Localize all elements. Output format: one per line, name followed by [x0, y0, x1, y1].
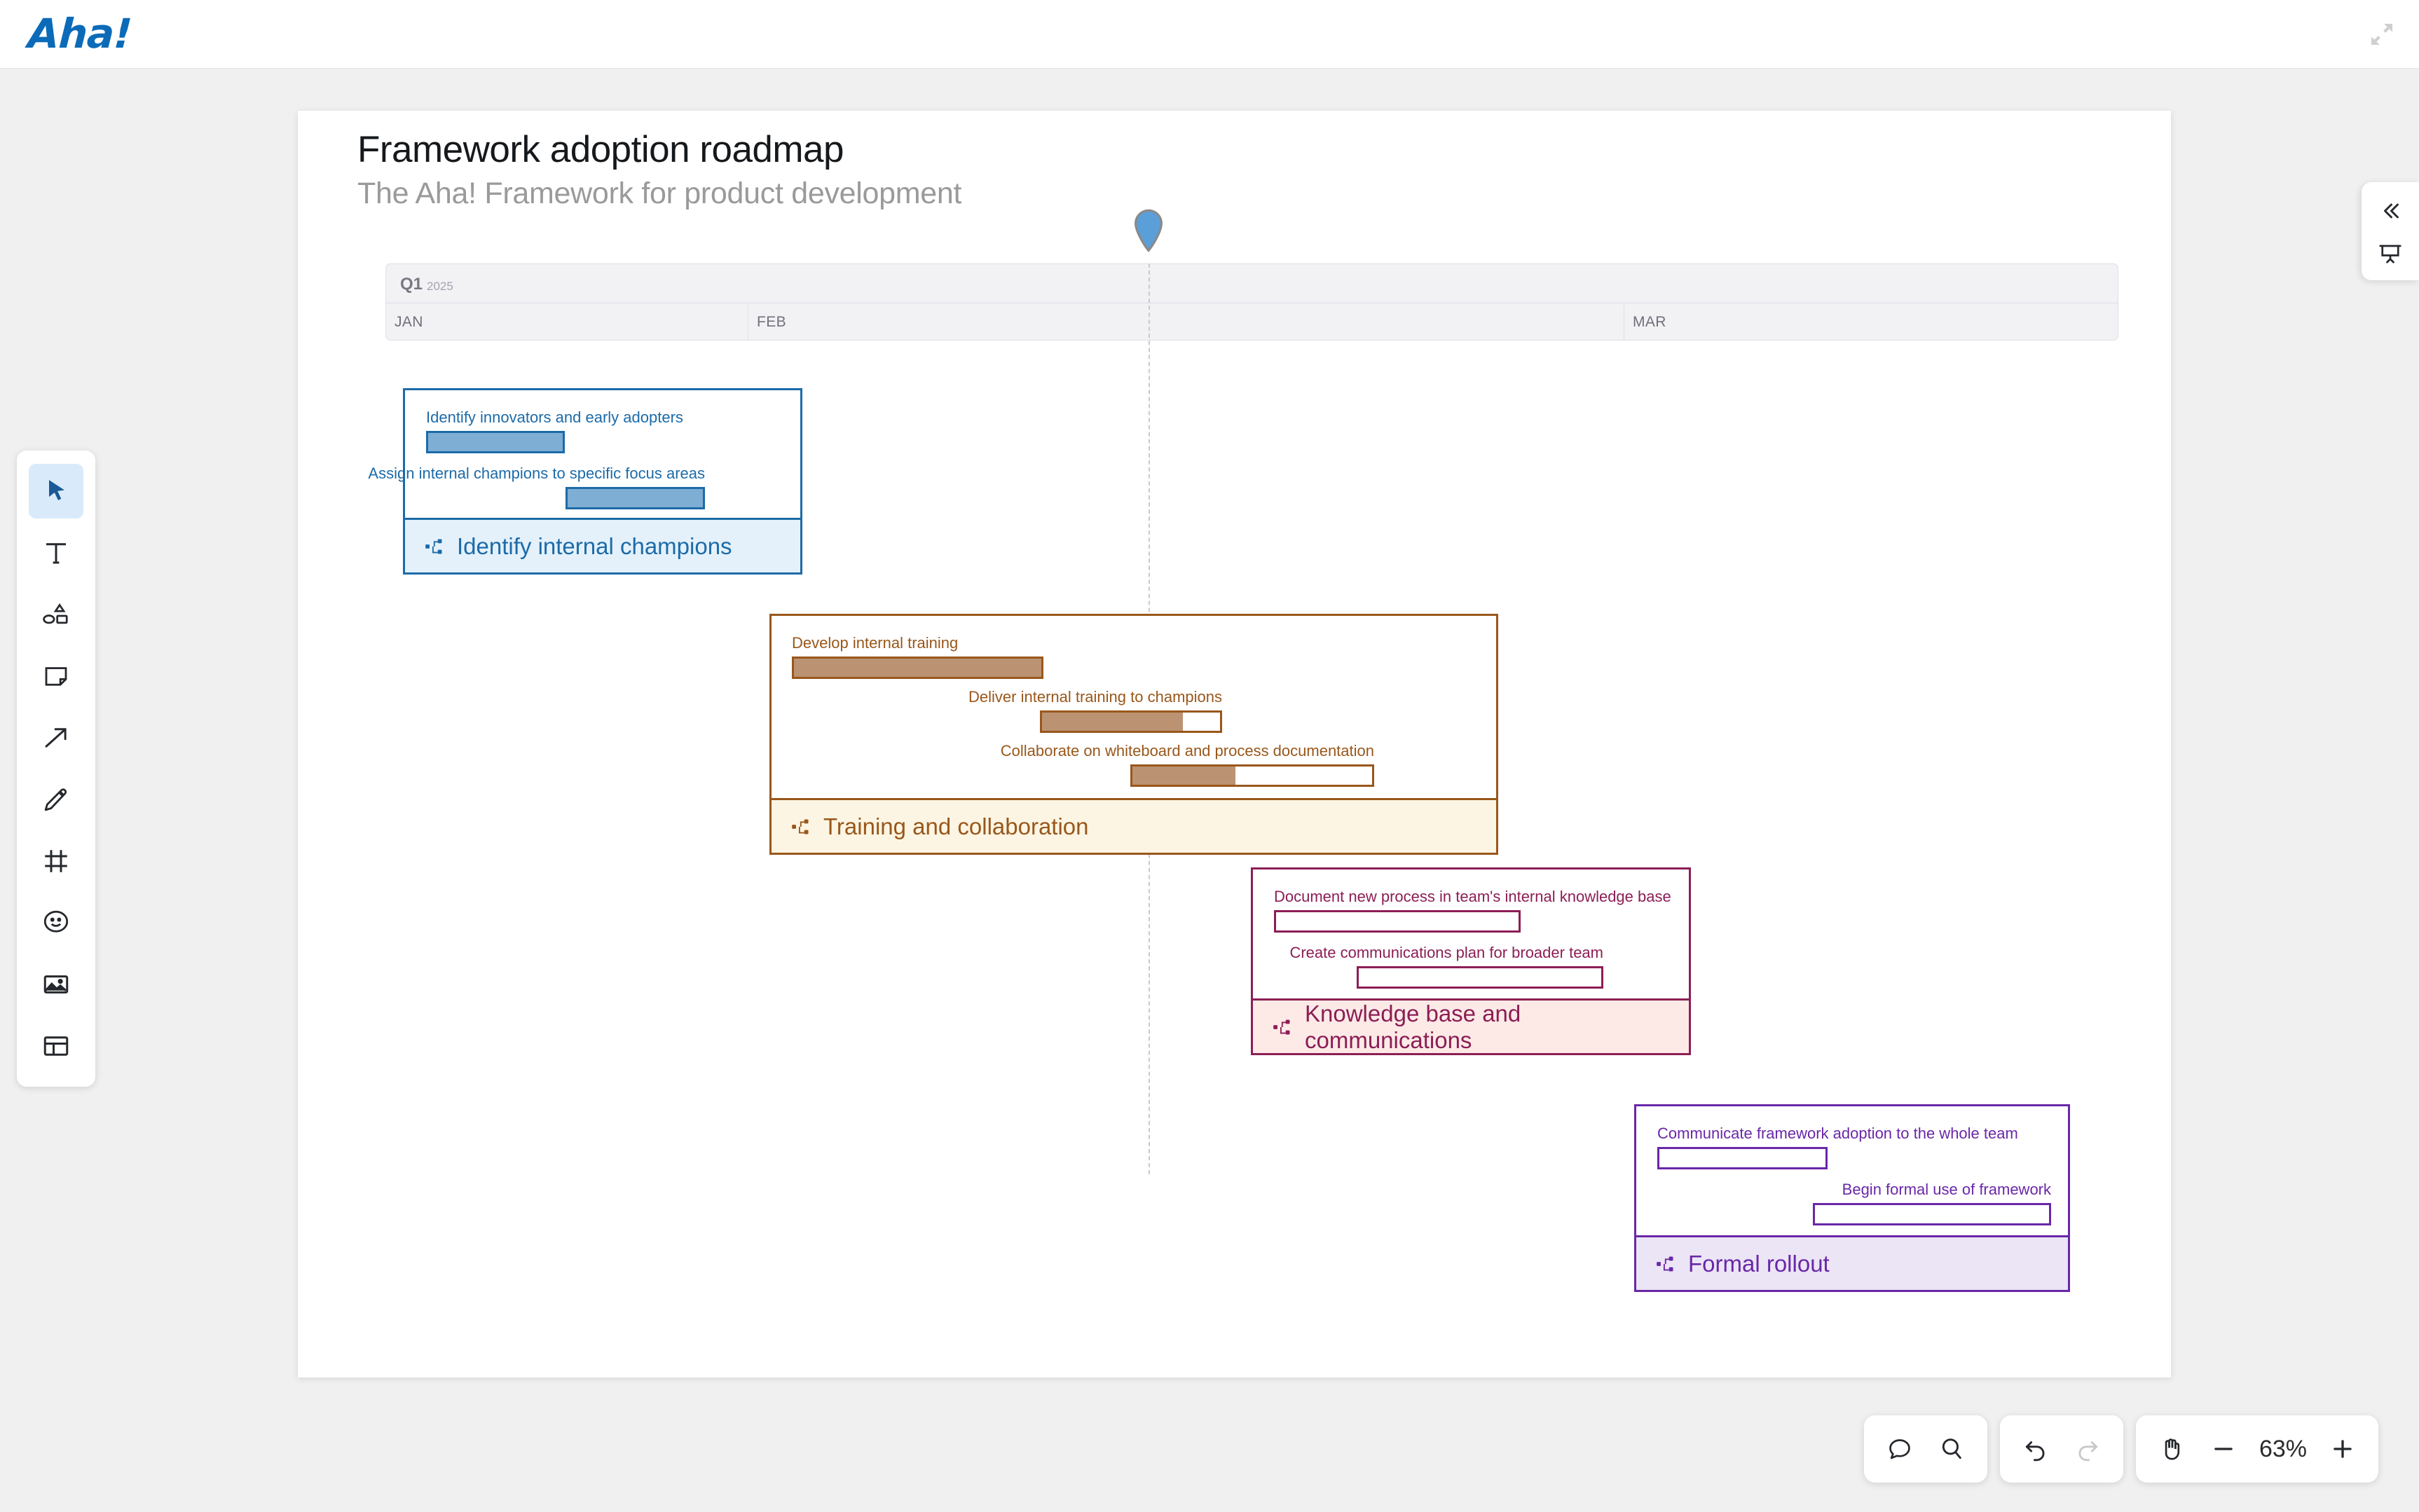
text-icon[interactable] — [29, 525, 83, 580]
comment-icon[interactable] — [1874, 1423, 1926, 1475]
task-label: Assign internal champions to specific fo… — [368, 465, 705, 482]
task-progress-fill — [428, 433, 563, 451]
whiteboard-canvas[interactable]: Framework adoption roadmap The Aha! Fram… — [298, 111, 2171, 1377]
search-icon[interactable] — [1926, 1423, 1978, 1475]
roadmap-group-identify-internal-champions[interactable]: Identify innovators and early adopters A… — [368, 388, 802, 575]
page-title: Framework adoption roadmap — [357, 129, 844, 170]
group-header[interactable]: Formal rollout — [1634, 1237, 2070, 1292]
task-progress-bar[interactable] — [1657, 1147, 1828, 1169]
comment-search-group — [1864, 1415, 1987, 1483]
task-progress-bar[interactable] — [1357, 966, 1603, 989]
redo-icon[interactable] — [2062, 1423, 2113, 1475]
group-body: Document new process in team's internal … — [1251, 867, 1691, 1001]
hierarchy-icon — [1656, 1254, 1676, 1274]
group-header[interactable]: Knowledge base and communications — [1251, 1001, 1691, 1055]
task-label: Document new process in team's internal … — [1274, 888, 1671, 905]
group-header[interactable]: Identify internal champions — [403, 520, 802, 575]
task-identify-innovators[interactable]: Identify innovators and early adopters — [426, 408, 683, 453]
task-progress-bar[interactable] — [1813, 1203, 2051, 1225]
task-progress-bar[interactable] — [1274, 910, 1521, 933]
hierarchy-icon — [791, 817, 811, 837]
group-body: Identify innovators and early adopters A… — [368, 388, 802, 520]
timeline-month-jan: JAN — [395, 314, 423, 330]
timeline-month-feb: FEB — [748, 304, 1109, 341]
page-subtitle: The Aha! Framework for product developme… — [357, 177, 962, 210]
task-progress-fill — [1132, 767, 1236, 785]
task-create-communications-plan[interactable]: Create communications plan for broader t… — [1289, 944, 1603, 989]
task-develop-internal-training[interactable]: Develop internal training — [792, 634, 1043, 679]
task-progress-fill — [568, 489, 703, 507]
task-label: Begin formal use of framework — [1842, 1181, 2051, 1198]
frame-icon[interactable] — [29, 834, 83, 888]
task-deliver-internal-training[interactable]: Deliver internal training to champions — [968, 688, 1222, 733]
undo-icon[interactable] — [2010, 1423, 2062, 1475]
task-progress-bar[interactable] — [426, 431, 565, 453]
task-assign-internal-champions[interactable]: Assign internal champions to specific fo… — [368, 465, 705, 509]
top-bar: Aha! — [0, 0, 2419, 69]
timeline-month-mar: MAR — [1624, 304, 2114, 341]
task-progress-bar[interactable] — [566, 487, 705, 509]
sticker-icon[interactable] — [29, 895, 83, 950]
pen-icon[interactable] — [29, 772, 83, 827]
task-progress-fill — [794, 659, 1041, 677]
task-label: Deliver internal training to champions — [968, 688, 1222, 706]
timeline-header: Q1 2025 JAN FEB MAR — [385, 263, 2118, 341]
roadmap-group-knowledge-base-and-communications[interactable]: Document new process in team's internal … — [1251, 867, 1691, 1055]
aha-logo[interactable]: Aha! — [27, 10, 133, 57]
today-pin-icon[interactable] — [1132, 209, 1165, 253]
timeline-quarter-row: Q1 2025 — [386, 264, 2118, 303]
undo-redo-group — [2000, 1415, 2123, 1483]
task-begin-formal-use[interactable]: Begin formal use of framework — [1813, 1181, 2051, 1225]
chevrons-left-icon[interactable] — [2368, 189, 2413, 233]
task-label: Collaborate on whiteboard and process do… — [1000, 742, 1374, 760]
group-header-label: Identify internal champions — [457, 532, 732, 559]
hand-icon[interactable] — [2146, 1423, 2198, 1475]
hierarchy-icon — [425, 537, 444, 556]
task-document-new-process[interactable]: Document new process in team's internal … — [1274, 888, 1671, 933]
bottom-toolbar: 63% — [1864, 1415, 2378, 1483]
group-header-label: Formal rollout — [1688, 1250, 1830, 1277]
task-progress-bar[interactable] — [1130, 764, 1374, 787]
zoom-group: 63% — [2136, 1415, 2378, 1483]
task-label: Develop internal training — [792, 634, 959, 652]
task-progress-bar[interactable] — [1040, 710, 1222, 733]
group-header[interactable]: Training and collaboration — [769, 800, 1498, 855]
cursor-icon[interactable] — [29, 464, 83, 518]
task-label: Identify innovators and early adopters — [426, 408, 683, 426]
task-label: Create communications plan for broader t… — [1289, 944, 1603, 961]
collapse-arrows-icon[interactable] — [2360, 13, 2404, 56]
minus-icon[interactable] — [2198, 1423, 2249, 1475]
task-progress-fill — [1042, 713, 1183, 731]
task-collaborate-whiteboard[interactable]: Collaborate on whiteboard and process do… — [1001, 742, 1374, 787]
group-header-label: Knowledge base and communications — [1305, 1000, 1521, 1053]
task-label: Communicate framework adoption to the wh… — [1657, 1125, 2018, 1142]
left-toolbar — [17, 451, 95, 1087]
group-body: Communicate framework adoption to the wh… — [1634, 1104, 2070, 1237]
group-header-label: Training and collaboration — [823, 813, 1089, 839]
roadmap-group-training-and-collaboration[interactable]: Develop internal training Deliver intern… — [769, 614, 1498, 855]
presentation-icon[interactable] — [2368, 233, 2413, 276]
hierarchy-icon — [1273, 1017, 1292, 1037]
timeline-year-label: 2025 — [427, 280, 453, 293]
shapes-icon[interactable] — [29, 587, 83, 642]
timeline-quarter-label: Q1 — [400, 275, 423, 294]
arrow-icon[interactable] — [29, 710, 83, 765]
sticky-note-icon[interactable] — [29, 649, 83, 703]
task-progress-bar[interactable] — [792, 657, 1043, 679]
zoom-level[interactable]: 63% — [2259, 1435, 2308, 1462]
template-icon[interactable] — [29, 1019, 83, 1073]
task-communicate-framework-adoption[interactable]: Communicate framework adoption to the wh… — [1657, 1125, 2018, 1169]
right-panel — [2362, 182, 2419, 280]
roadmap-group-formal-rollout[interactable]: Communicate framework adoption to the wh… — [1634, 1104, 2070, 1292]
plus-icon[interactable] — [2317, 1423, 2369, 1475]
group-body: Develop internal training Deliver intern… — [769, 614, 1498, 800]
image-icon[interactable] — [29, 957, 83, 1012]
